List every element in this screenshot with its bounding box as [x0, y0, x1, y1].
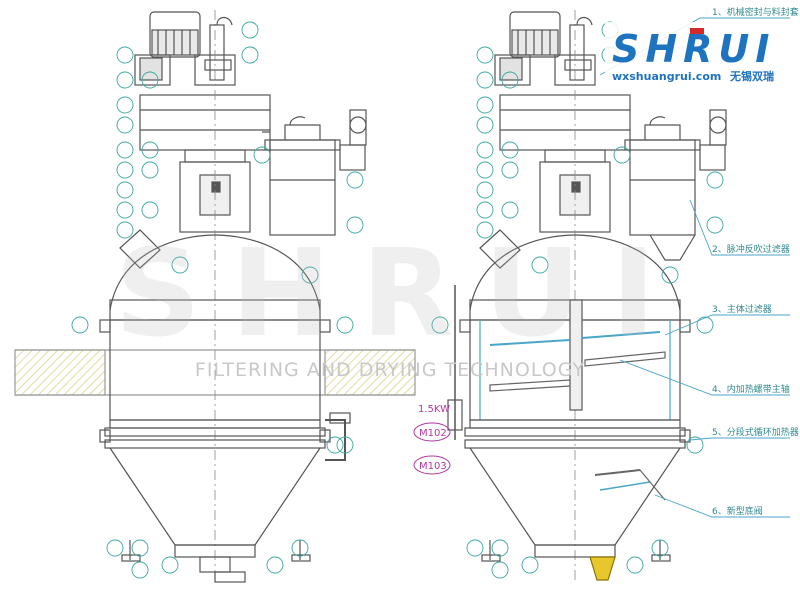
left-floor-slab-right	[324, 349, 416, 396]
agitator-shaft	[569, 299, 583, 411]
motor-power-label: 1.5KW	[418, 404, 450, 415]
callouts: 1、机械密封与料封套 2、脉冲反吹过滤器 3、主体过滤器 4、内加热螺带主轴 5…	[712, 6, 799, 517]
logo-url: wxshuangrui.com	[612, 70, 721, 83]
motor-tag-m102: M102	[419, 428, 447, 439]
callout-4: 4、内加热螺带主轴	[712, 383, 790, 395]
callout-6: 6、新型底阀	[712, 505, 763, 517]
left-floor-slab	[14, 349, 106, 396]
left-filter-housing	[269, 139, 336, 236]
logo-brand: SHRUI	[612, 27, 775, 71]
right-motor	[509, 11, 561, 58]
bottom-valve	[589, 556, 616, 581]
brand-logo: SHRUI wxshuangrui.com 无锡双瑞	[605, 22, 790, 84]
callout-1: 1、机械密封与料封套	[712, 6, 799, 18]
right-top-head	[469, 234, 681, 311]
left-vessel	[14, 10, 416, 583]
right-vessel	[447, 10, 727, 581]
right-gearbox	[499, 94, 631, 151]
watermark-big-text: SHRUI	[114, 225, 685, 364]
logo-cn-name: 无锡双瑞	[729, 69, 774, 83]
logo-accent-mark	[690, 28, 704, 34]
callout-2: 2、脉冲反吹过滤器	[712, 243, 790, 255]
watermark: SHRUI	[114, 225, 685, 364]
left-balloons	[71, 21, 364, 579]
motor-labels: 1.5KW M102 M103	[413, 404, 451, 475]
watermark-tagline: FILTERING AND DRYING TECHNOLOGY	[195, 359, 585, 381]
ribbon-blade-lower	[489, 379, 571, 392]
callout-3: 3、主体过滤器	[712, 303, 772, 315]
motor-tag-m103: M103	[419, 461, 447, 472]
left-top-head	[109, 234, 321, 311]
callout-leaders	[599, 17, 790, 518]
right-filter-housing	[629, 139, 696, 236]
left-gearbox	[139, 94, 271, 151]
ribbon-blade-upper	[489, 331, 661, 346]
left-motor	[149, 11, 201, 58]
callout-5: 5、分段式循环加热器	[712, 426, 799, 438]
ribbon-blade-mid	[584, 351, 666, 367]
